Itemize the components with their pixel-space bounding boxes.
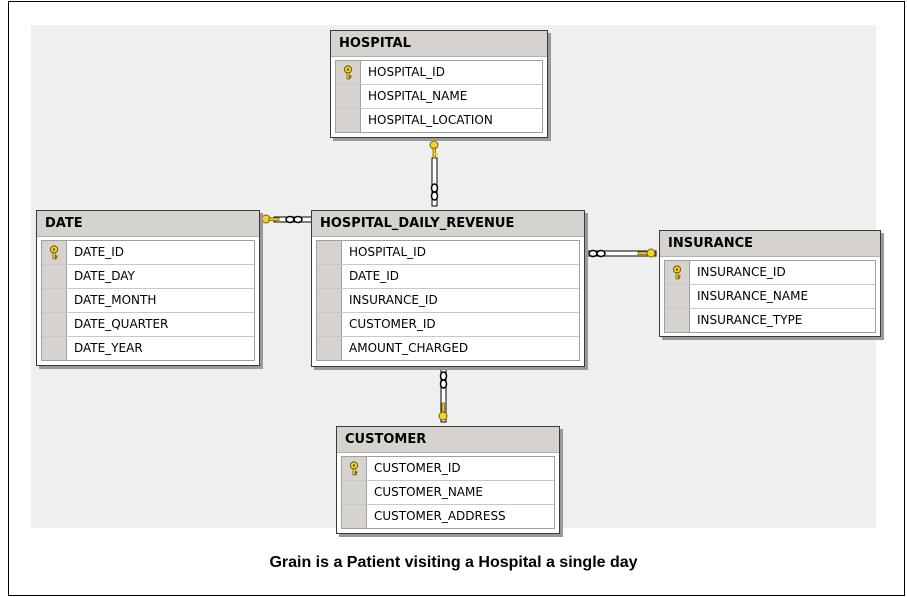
column-name: DATE_ID (74, 245, 124, 259)
column-name: DATE_YEAR (74, 341, 143, 355)
column-name: INSURANCE_NAME (697, 289, 809, 303)
row-selector[interactable] (42, 241, 67, 264)
diagram-caption: Grain is a Patient visiting a Hospital a… (269, 554, 638, 571)
relationship-customer[interactable] (438, 366, 448, 423)
column-name: HOSPITAL_NAME (368, 89, 468, 103)
row-selector[interactable] (665, 309, 690, 332)
relationship-insurance[interactable] (585, 248, 657, 258)
column-name: DATE_DAY (74, 269, 135, 283)
row-selector[interactable] (342, 457, 367, 480)
column-name: INSURANCE_TYPE (697, 313, 803, 327)
column-row[interactable]: AMOUNT_CHARGED (317, 336, 579, 360)
column-list: CUSTOMER_ID CUSTOMER_NAME CUSTOMER_ADDRESS (341, 456, 555, 529)
column-name: HOSPITAL_LOCATION (368, 113, 493, 127)
column-row[interactable]: INSURANCE_TYPE (665, 308, 875, 332)
row-selector[interactable] (342, 505, 367, 528)
column-row[interactable]: HOSPITAL_LOCATION (336, 108, 542, 132)
row-selector[interactable] (317, 337, 342, 360)
key-icon (349, 461, 359, 476)
table-title: HOSPITAL_DAILY_REVENUE (312, 211, 584, 237)
row-selector[interactable] (665, 261, 690, 284)
key-icon (637, 248, 656, 258)
column-name: AMOUNT_CHARGED (349, 341, 469, 355)
date-table[interactable]: DATE DATE_ID DATE_DAY DATE_MONTH DATE_QUART… (36, 210, 260, 366)
row-selector[interactable] (317, 241, 342, 264)
column-row[interactable]: INSURANCE_ID (665, 261, 875, 284)
column-row[interactable]: CUSTOMER_ID (342, 457, 554, 480)
infinity-icon (285, 215, 303, 224)
table-title: HOSPITAL (331, 31, 547, 57)
column-list: DATE_ID DATE_DAY DATE_MONTH DATE_QUARTER DAT… (41, 240, 255, 361)
row-selector[interactable] (317, 265, 342, 288)
column-row[interactable]: CUSTOMER_ADDRESS (342, 504, 554, 528)
column-row[interactable]: DATE_QUARTER (42, 312, 254, 336)
table-title: DATE (37, 211, 259, 237)
column-name: DATE_MONTH (74, 293, 157, 307)
column-name: INSURANCE_ID (349, 293, 438, 307)
key-icon (343, 65, 353, 80)
row-selector[interactable] (336, 85, 361, 108)
infinity-icon (430, 183, 439, 201)
column-row[interactable]: DATE_DAY (42, 264, 254, 288)
column-list: INSURANCE_ID INSURANCE_NAME INSURANCE_TYPE (664, 260, 876, 333)
row-selector[interactable] (336, 61, 361, 84)
infinity-icon (439, 371, 448, 389)
relationship-hospital[interactable] (429, 140, 439, 207)
hospital-daily-revenue-table[interactable]: HOSPITAL_DAILY_REVENUE HOSPITAL_ID DATE_I… (311, 210, 585, 367)
column-name: CUSTOMER_ADDRESS (374, 509, 506, 523)
column-row[interactable]: CUSTOMER_ID (317, 312, 579, 336)
row-selector[interactable] (342, 481, 367, 504)
column-name: HOSPITAL_ID (368, 65, 445, 79)
key-icon (261, 214, 280, 224)
column-row[interactable]: DATE_ID (42, 241, 254, 264)
column-row[interactable]: HOSPITAL_NAME (336, 84, 542, 108)
row-selector[interactable] (42, 313, 67, 336)
row-selector[interactable] (42, 337, 67, 360)
column-row[interactable]: INSURANCE_ID (317, 288, 579, 312)
key-icon (49, 245, 59, 260)
column-list: HOSPITAL_ID DATE_ID INSURANCE_ID CUSTOMER_I… (316, 240, 580, 361)
column-row[interactable]: INSURANCE_NAME (665, 284, 875, 308)
column-name: DATE_ID (349, 269, 399, 283)
column-name: DATE_QUARTER (74, 317, 169, 331)
column-name: CUSTOMER_NAME (374, 485, 483, 499)
infinity-icon (588, 249, 606, 258)
column-row[interactable]: HOSPITAL_ID (317, 241, 579, 264)
row-selector[interactable] (42, 265, 67, 288)
row-selector[interactable] (317, 289, 342, 312)
column-list: HOSPITAL_ID HOSPITAL_NAME HOSPITAL_LOCATIO… (335, 60, 543, 133)
column-name: CUSTOMER_ID (374, 461, 461, 475)
row-selector[interactable] (317, 313, 342, 336)
column-row[interactable]: DATE_MONTH (42, 288, 254, 312)
column-row[interactable]: DATE_ID (317, 264, 579, 288)
column-row[interactable]: HOSPITAL_ID (336, 61, 542, 84)
column-name: HOSPITAL_ID (349, 245, 426, 259)
column-name: CUSTOMER_ID (349, 317, 436, 331)
column-row[interactable]: DATE_YEAR (42, 336, 254, 360)
row-selector[interactable] (336, 109, 361, 132)
column-name: INSURANCE_ID (697, 265, 786, 279)
column-row[interactable]: CUSTOMER_NAME (342, 480, 554, 504)
key-icon (438, 402, 448, 421)
row-selector[interactable] (665, 285, 690, 308)
key-icon (672, 265, 682, 280)
table-title: INSURANCE (660, 231, 880, 257)
row-selector[interactable] (42, 289, 67, 312)
table-title: CUSTOMER (337, 427, 559, 453)
key-icon (429, 140, 439, 159)
relationship-date[interactable] (261, 214, 313, 224)
